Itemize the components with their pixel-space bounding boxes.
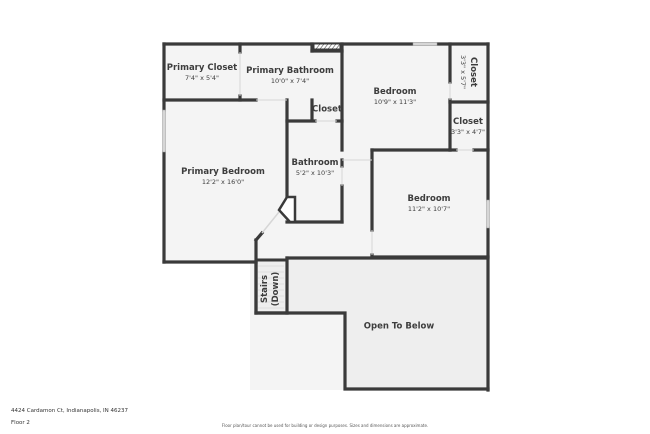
room-closet-bedroom-1: Closet 3'3" x 5'7" — [458, 55, 478, 89]
stairs-outline — [254, 258, 289, 315]
open-to-below-area — [258, 258, 487, 389]
vent-hatch-lines — [315, 43, 341, 50]
room-name: Primary Bathroom — [246, 66, 334, 76]
door-opening-diagonal — [261, 211, 280, 234]
room-dimensions: 3'3" x 5'7" — [459, 54, 467, 90]
room-dimensions: 3'3" x 4'7" — [450, 128, 486, 136]
room-name: Stairs — [260, 274, 270, 304]
room-closet-hall: Closet 3'3" x 4'7" — [451, 117, 485, 137]
windows — [162, 42, 490, 229]
room-bath-closet: Closet — [312, 105, 342, 116]
room-name: Bedroom — [373, 87, 417, 97]
room-dimensions: 7'4" x 5'4" — [184, 74, 220, 82]
niche-triangle — [277, 195, 297, 224]
room-dimensions: 12'2" x 16'0" — [201, 178, 245, 186]
disclaimer: Floor plan/tour cannot be used for build… — [221, 423, 429, 428]
room-dimensions: 10'0" x 7'4" — [270, 77, 310, 85]
room-open-to-below: Open To Below — [364, 322, 434, 333]
property-address: 4424 Cardamon Ct, Indianapolis, IN 46237 — [11, 408, 129, 414]
vent-hatch — [313, 43, 341, 50]
room-name: Primary Bedroom — [181, 167, 265, 177]
room-dimensions: 5'2" x 10'3" — [295, 169, 335, 177]
room-name: Closet — [453, 117, 483, 127]
room-name: Closet — [468, 57, 478, 87]
floor-label: Floor 2 — [11, 420, 30, 426]
stairs-down: Stairs (Down) — [260, 272, 282, 307]
door-openings — [239, 52, 474, 255]
room-name: Closet — [312, 104, 342, 115]
room-dimensions: 11'2" x 10'7" — [407, 205, 451, 213]
room-name: Open To Below — [363, 321, 435, 332]
room-dimensions: (Down) — [271, 271, 281, 307]
room-bedroom-1: Bedroom 10'9" x 11'3" — [373, 87, 416, 107]
room-bathroom: Bathroom 5'2" x 10'3" — [291, 158, 338, 178]
stairs-treads — [258, 265, 284, 309]
room-dimensions: 10'9" x 11'3" — [373, 98, 417, 106]
room-primary-bedroom: Primary Bedroom 12'2" x 16'0" — [181, 167, 265, 187]
room-bedroom-2: Bedroom 11'2" x 10'7" — [407, 194, 450, 214]
room-name: Bedroom — [407, 194, 451, 204]
room-primary-closet: Primary Closet 7'4" x 5'4" — [167, 63, 238, 83]
room-name: Bathroom — [291, 158, 339, 168]
room-primary-bathroom: Primary Bathroom 10'0" x 7'4" — [246, 66, 334, 86]
room-name: Primary Closet — [166, 63, 238, 73]
